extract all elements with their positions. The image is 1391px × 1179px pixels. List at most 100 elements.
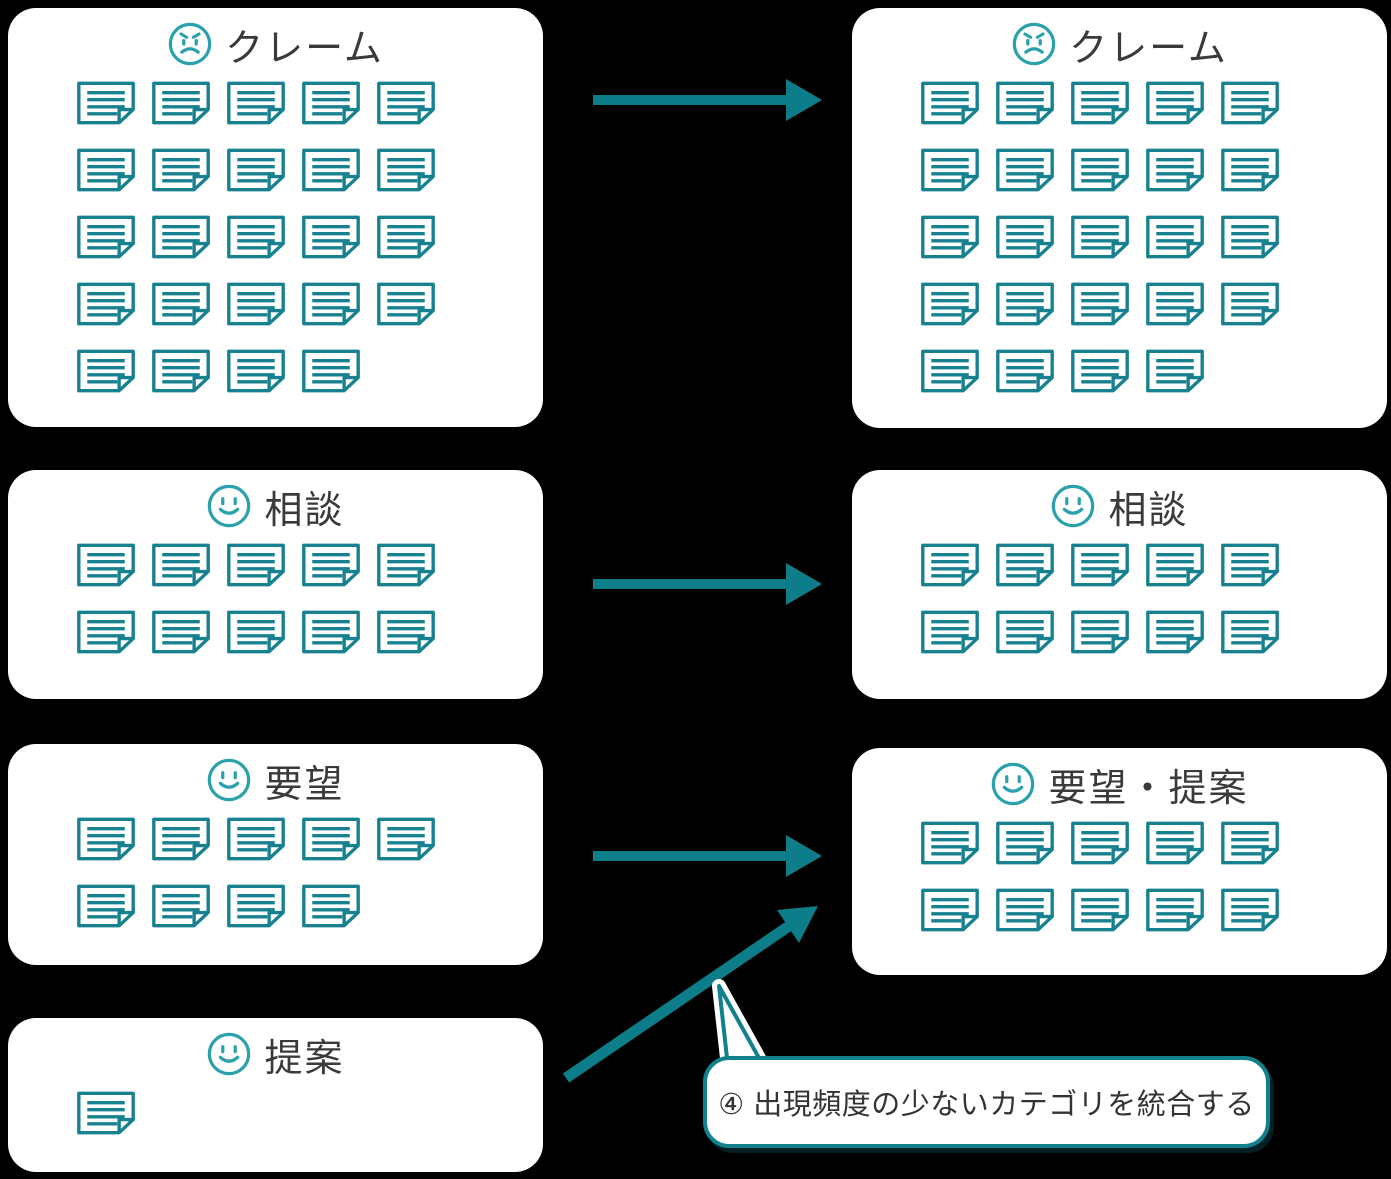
callout-bubble: ④ 出現頻度の少ないカテゴリを統合する	[703, 1056, 1270, 1148]
arrow-proposals-merge-icon	[562, 906, 818, 1083]
document-icon	[921, 349, 979, 393]
box-right-requests-proposals: 要望・提案	[852, 748, 1387, 975]
document-row	[76, 281, 543, 327]
document-icon	[377, 282, 435, 326]
document-icon	[1071, 888, 1129, 932]
document-icon	[1146, 610, 1204, 654]
document-icon	[377, 543, 435, 587]
document-icon	[996, 888, 1054, 932]
document-icon	[77, 81, 135, 125]
document-icon	[227, 817, 285, 861]
document-icon	[1146, 81, 1204, 125]
document-icon	[152, 543, 210, 587]
category-label: 提案	[264, 1037, 345, 1080]
category-label: クレーム	[225, 27, 384, 70]
document-row	[920, 887, 1387, 933]
document-icon	[1221, 888, 1279, 932]
document-icon	[302, 148, 360, 192]
document-icon	[1146, 349, 1204, 393]
document-icon	[1221, 215, 1279, 259]
document-icon	[77, 1091, 135, 1135]
document-grid	[852, 542, 1387, 655]
smiley-face-icon	[992, 762, 1035, 806]
document-icon	[377, 148, 435, 192]
document-icon	[1071, 148, 1129, 192]
callout-tail	[712, 979, 766, 1065]
document-icon	[1146, 215, 1204, 259]
document-icon	[1146, 543, 1204, 587]
document-icon	[996, 543, 1054, 587]
document-row	[920, 80, 1387, 126]
document-icon	[921, 215, 979, 259]
document-icon	[77, 884, 135, 928]
box-title: 要望	[8, 756, 543, 806]
category-label: 要望	[264, 763, 345, 806]
document-icon	[77, 543, 135, 587]
document-icon	[996, 282, 1054, 326]
document-icon	[1071, 821, 1129, 865]
document-icon	[377, 215, 435, 259]
box-title: クレーム	[8, 20, 543, 70]
document-icon	[1221, 282, 1279, 326]
document-icon	[152, 215, 210, 259]
document-icon	[302, 817, 360, 861]
box-left-proposals: 提案	[8, 1018, 543, 1172]
smiley-face-icon	[208, 484, 251, 528]
category-label: 要望・提案	[1048, 767, 1249, 810]
document-icon	[302, 349, 360, 393]
box-title: 相談	[852, 482, 1387, 532]
document-icon	[921, 543, 979, 587]
document-icon	[152, 817, 210, 861]
document-icon	[1221, 821, 1279, 865]
arrow-consultation-icon	[593, 563, 822, 605]
document-row	[76, 147, 543, 193]
document-icon	[227, 610, 285, 654]
document-icon	[227, 543, 285, 587]
smiley-face-icon	[208, 758, 251, 802]
document-icon	[227, 282, 285, 326]
document-icon	[302, 884, 360, 928]
category-label: 相談	[1108, 489, 1189, 532]
document-icon	[1071, 282, 1129, 326]
document-icon	[1221, 543, 1279, 587]
document-row	[920, 147, 1387, 193]
document-icon	[152, 282, 210, 326]
document-grid	[852, 80, 1387, 394]
document-icon	[1221, 148, 1279, 192]
document-icon	[302, 543, 360, 587]
smiley-face-icon	[1052, 484, 1095, 528]
document-row	[920, 609, 1387, 655]
document-icon	[1071, 349, 1129, 393]
document-row	[920, 214, 1387, 260]
document-icon	[921, 888, 979, 932]
document-icon	[996, 821, 1054, 865]
document-row	[76, 1090, 543, 1136]
document-icon	[77, 148, 135, 192]
document-icon	[302, 282, 360, 326]
smiley-face-icon	[208, 1032, 251, 1076]
document-icon	[77, 349, 135, 393]
document-icon	[77, 282, 135, 326]
document-row	[76, 609, 543, 655]
document-icon	[1146, 821, 1204, 865]
arrow-complaints-icon	[593, 79, 822, 121]
document-row	[76, 883, 543, 929]
document-row	[920, 281, 1387, 327]
document-grid	[8, 816, 543, 929]
document-row	[920, 820, 1387, 866]
document-icon	[152, 148, 210, 192]
arrow-requests-icon	[593, 835, 822, 877]
box-left-complaints: クレーム	[8, 8, 543, 427]
category-label: クレーム	[1069, 27, 1228, 70]
box-left-consultation: 相談	[8, 470, 543, 699]
document-icon	[921, 81, 979, 125]
document-icon	[302, 610, 360, 654]
document-icon	[1071, 610, 1129, 654]
document-icon	[152, 349, 210, 393]
document-icon	[921, 282, 979, 326]
angry-face-icon	[1012, 22, 1056, 66]
document-icon	[996, 349, 1054, 393]
document-icon	[152, 884, 210, 928]
document-icon	[1221, 81, 1279, 125]
